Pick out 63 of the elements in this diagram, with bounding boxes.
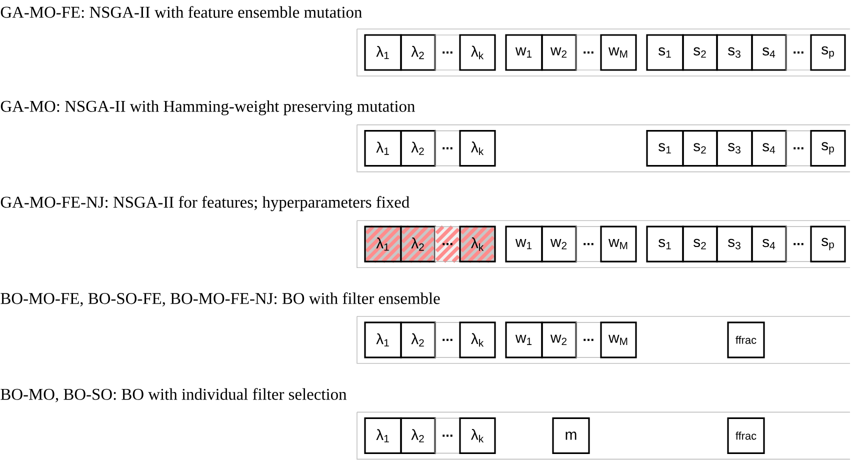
row-heading: BO-MO-FE, BO-SO-FE, BO-MO-FE-NJ: BO with filter ensemble [0, 292, 440, 306]
parameter-cell: λ$_{2}$ [400, 225, 436, 263]
parameter-cell: λ$_{k}$ [459, 322, 496, 358]
parameter-cell: w$_{2}$ [541, 34, 577, 71]
parameter-cell: w$_{M}$ [600, 34, 637, 71]
parameter-cell: s$_{4}$ [751, 130, 787, 167]
parameter-cell: λ$_{2}$ [400, 322, 436, 358]
parameter-cell: λ$_{1}$ [364, 225, 402, 263]
parameter-cell: λ$_{2}$ [400, 34, 436, 71]
parameter-cell: λ$_{2}$ [400, 417, 436, 454]
row-heading: GA-MO-FE-NJ: NSGA-II for features; hyperparameters fixed [0, 196, 410, 212]
parameter-cell: s$_{1}$ [646, 130, 684, 167]
parameter-cell: ffrac [727, 417, 765, 454]
ellipsis-cell: ... [434, 34, 460, 70]
parameter-cell: s$_{3}$ [716, 130, 753, 167]
parameter-cell: w$_{2}$ [541, 226, 577, 262]
parameter-cell: s$_{3}$ [716, 226, 753, 262]
parameter-cell: s$_{p}$ [810, 34, 846, 71]
row-heading: GA-MO: NSGA-II with Hamming-weight preserving mutation [0, 100, 415, 116]
ellipsis-cell: ... [786, 34, 812, 70]
parameter-cell: s$_{2}$ [682, 226, 718, 262]
parameter-cell: s$_{p}$ [810, 226, 846, 262]
ellipsis-cell: ... [576, 226, 602, 262]
parameter-cell: w$_{M}$ [600, 226, 637, 262]
parameter-cell: λ$_{k}$ [459, 34, 496, 71]
row-heading: BO-MO, BO-SO: BO with individual filter selection [0, 388, 347, 402]
parameter-cell: λ$_{k}$ [459, 130, 496, 167]
parameter-cell: λ$_{1}$ [364, 417, 402, 454]
ellipsis-cell: ... [786, 130, 812, 166]
parameter-cell: m [552, 417, 590, 454]
parameter-cell: λ$_{1}$ [364, 130, 402, 167]
parameter-cell: λ$_{1}$ [364, 322, 402, 358]
parameter-cell: w$_{M}$ [600, 322, 637, 358]
parameter-cell: s$_{1}$ [646, 226, 684, 262]
parameter-cell: λ$_{1}$ [364, 34, 402, 71]
ellipsis-cell: ... [576, 322, 602, 358]
parameter-cell: ffrac [727, 322, 765, 358]
group-panel [356, 28, 850, 76]
parameter-cell: λ$_{k}$ [459, 417, 496, 454]
parameter-cell: s$_{1}$ [646, 34, 684, 71]
parameter-cell: s$_{2}$ [682, 130, 718, 167]
parameter-cell: w$_{2}$ [541, 322, 577, 358]
parameter-cell: s$_{p}$ [810, 130, 846, 167]
parameter-cell: w$_{1}$ [505, 322, 543, 358]
parameter-cell: λ$_{k}$ [459, 225, 496, 263]
ellipsis-cell: ... [434, 418, 460, 454]
group-panel [356, 124, 850, 172]
ellipsis-cell: ... [434, 225, 460, 263]
ellipsis-cell: ... [434, 130, 460, 166]
ellipsis-cell: ... [576, 34, 602, 70]
parameter-cell: λ$_{2}$ [400, 130, 436, 167]
parameter-cell: s$_{3}$ [716, 34, 753, 71]
parameter-cell: s$_{4}$ [751, 226, 787, 262]
ellipsis-cell: ... [786, 226, 812, 262]
parameter-cell: s$_{2}$ [682, 34, 718, 71]
parameter-cell: w$_{1}$ [505, 226, 543, 262]
parameter-cell: w$_{1}$ [505, 34, 543, 71]
group-panel [356, 220, 850, 268]
group-panel [356, 412, 850, 460]
group-panel [356, 316, 850, 364]
ellipsis-cell: ... [434, 322, 460, 358]
row-heading: GA-MO-FE: NSGA-II with feature ensemble mutation [0, 6, 362, 18]
parameter-cell: s$_{4}$ [751, 34, 787, 71]
